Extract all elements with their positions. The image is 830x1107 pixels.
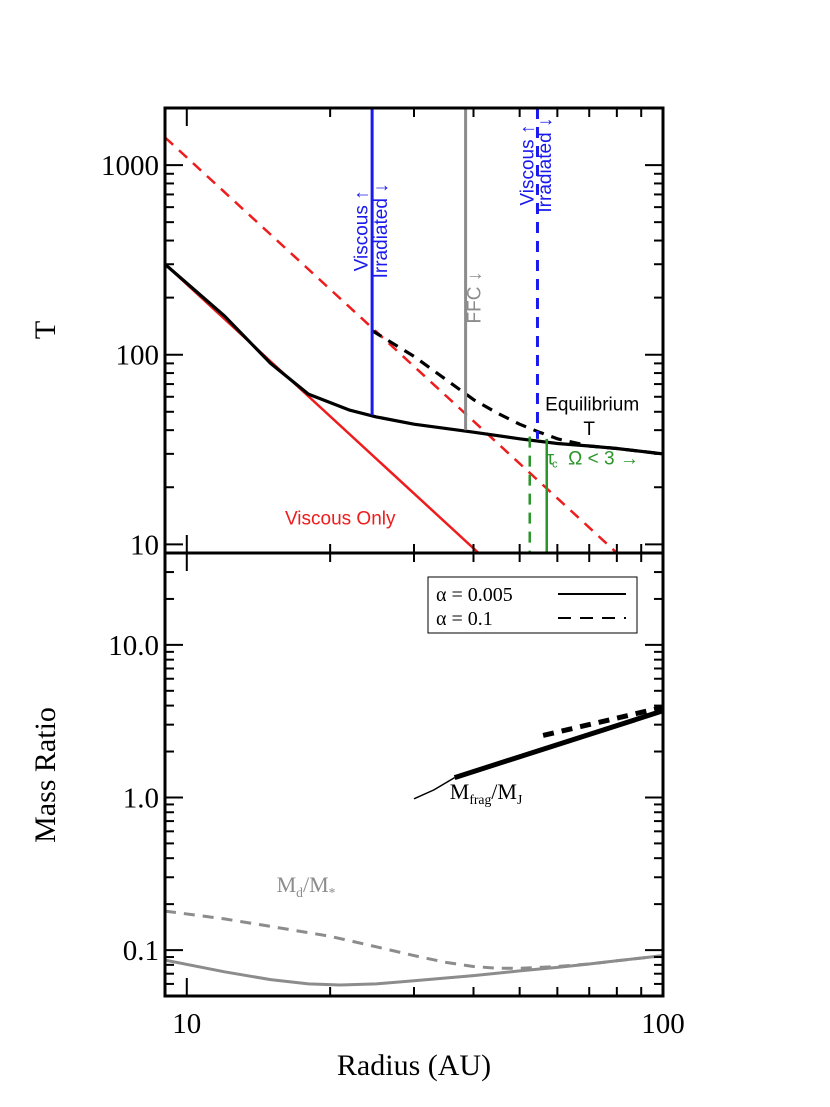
mass-ratio-annotation: Md/M* <box>277 872 336 900</box>
annotation-after: /M <box>491 779 517 804</box>
legend-label: α = 0.005 <box>436 584 513 606</box>
chart-annotation: Irradiated ↓ <box>535 118 556 213</box>
chart-annotation: Viscous ↑ <box>518 125 539 206</box>
series-line-3 <box>542 704 663 738</box>
y-tick-label: 1000 <box>101 150 159 182</box>
annotation-main: M <box>450 779 470 804</box>
series-line-5 <box>165 909 663 970</box>
x-axis-label: Radius (AU) <box>337 1049 491 1082</box>
plot-area <box>165 108 663 553</box>
x-tick-label: 10 <box>172 1008 201 1040</box>
series-line-4 <box>371 329 663 456</box>
chart-annotation: Viscous Only <box>285 509 396 530</box>
series-line-1 <box>165 263 480 553</box>
series-line-2 <box>165 136 618 553</box>
x-tick-label: 100 <box>641 1008 685 1040</box>
chart-annotation: FFC ↓ <box>465 272 486 324</box>
y-tick-label: 100 <box>116 340 160 372</box>
chart-annotation: Irradiated ↓ <box>371 183 392 278</box>
chart-annotation: Viscous ↑ <box>352 190 373 271</box>
y-tick-label: 10.0 <box>108 630 159 662</box>
y-tick-label: 1.0 <box>123 782 159 814</box>
legend-box <box>427 576 638 634</box>
plot-area <box>165 704 663 987</box>
annotation-main: M <box>277 872 297 897</box>
series-line-1 <box>413 776 455 800</box>
y-tick-label: 0.1 <box>123 935 159 967</box>
top-y-axis-label: T <box>29 321 62 339</box>
series-line-4 <box>165 954 663 987</box>
chart-annotation: τ <box>547 449 555 470</box>
mass-ratio-annotation: Mfrag/MJ <box>450 779 523 807</box>
annotation-subscript: d <box>296 885 303 900</box>
chart-annotation: Equilibrium <box>545 394 639 415</box>
legend-label: α = 0.1 <box>436 608 493 630</box>
annotation-subscript-2: * <box>329 885 336 900</box>
chart-annotation: T <box>583 419 595 440</box>
y-tick-label: 10 <box>130 529 159 561</box>
bottom-y-axis-label: Mass Ratio <box>29 707 62 843</box>
annotation-subscript: frag <box>469 792 491 807</box>
annotation-subscript-2: J <box>517 792 523 807</box>
chart-annotation: c <box>552 459 558 471</box>
series-line-2 <box>453 708 663 780</box>
chart-annotation: Ω < 3 → <box>568 449 639 470</box>
annotation-after: /M <box>303 872 329 897</box>
